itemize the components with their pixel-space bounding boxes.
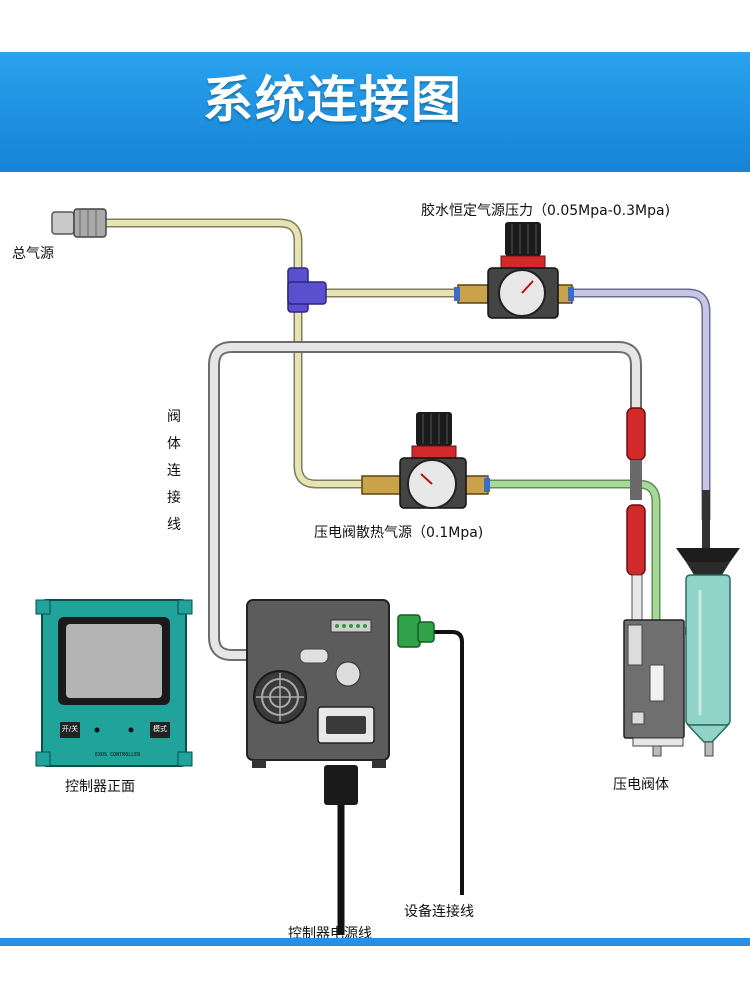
main-air-tube bbox=[106, 218, 303, 278]
controller-back-unit bbox=[246, 599, 390, 805]
valve-body-label: 压电阀体 bbox=[613, 777, 669, 793]
device-connector bbox=[397, 614, 435, 648]
air-inlet-fitting bbox=[51, 208, 107, 238]
mode-button[interactable]: 模式 bbox=[153, 725, 167, 733]
page-title: 系统连接图 bbox=[203, 71, 463, 129]
header-banner bbox=[0, 52, 750, 172]
controller-front-panel bbox=[35, 599, 193, 767]
cooling-pressure-regulator bbox=[361, 412, 490, 509]
cooling-air-label: 压电阀散热气源（0.1Mpa) bbox=[314, 525, 484, 541]
glue-pressure-regulator bbox=[454, 222, 574, 319]
footer-bar bbox=[0, 938, 750, 946]
valve-cable-label-3: 连 bbox=[167, 463, 181, 479]
valve-cable-label-2: 体 bbox=[167, 436, 181, 452]
controller-front-label: 控制器正面 bbox=[65, 779, 135, 795]
lower-feed-tube bbox=[293, 308, 362, 489]
valve-cable-label-5: 线 bbox=[167, 517, 181, 533]
device-cable-label: 设备连接线 bbox=[404, 904, 474, 920]
main-air-label: 总气源 bbox=[12, 246, 54, 262]
valve-cable-label-4: 接 bbox=[167, 490, 181, 506]
valve-cable-label-1: 阀 bbox=[167, 409, 181, 425]
power-toggle-button[interactable]: 开/关 bbox=[61, 725, 79, 733]
controller-panel-text: EXOS CONTROLLER bbox=[95, 752, 141, 758]
tee-fitting bbox=[287, 267, 327, 313]
glue-pressure-label: 胶水恒定气源压力（0.05Mpa-0.3Mpa) bbox=[421, 203, 671, 219]
valve-body-assembly bbox=[623, 548, 740, 757]
device-cable-line bbox=[432, 630, 464, 895]
